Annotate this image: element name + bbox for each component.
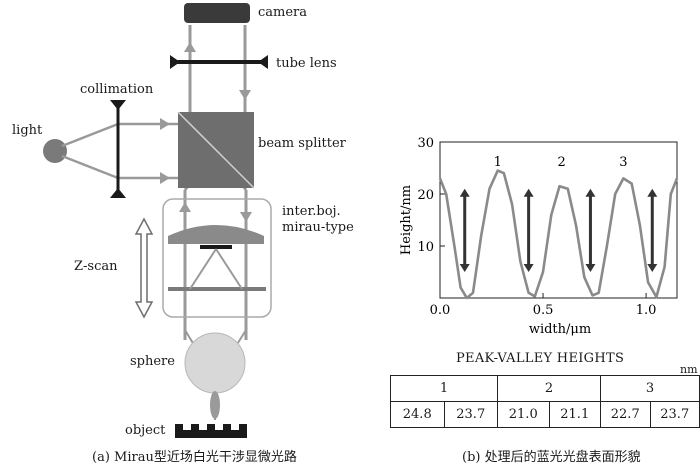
table-cell: 23.7 (649, 401, 700, 428)
collimation-lens (110, 100, 126, 198)
y-axis-label: Height/nm (399, 185, 414, 255)
y-tick-label: 20 (417, 188, 434, 203)
arrow-head (523, 188, 534, 197)
label-collimation: collimation (80, 82, 154, 97)
label-object: object (125, 423, 166, 438)
table-cell: 21.1 (548, 401, 601, 428)
table-cell: 24.8 (390, 401, 445, 428)
table-cell: 22.7 (600, 401, 651, 428)
label-camera: camera (258, 5, 308, 20)
arrow-head (459, 264, 470, 272)
y-tick-label: 10 (417, 240, 434, 255)
peak-label: 1 (494, 155, 502, 170)
profile-curve (438, 169, 679, 300)
label-beam-splitter: beam splitter (258, 136, 346, 151)
group-header: 3 (600, 375, 700, 402)
x-axis-label: width/μm (529, 322, 591, 337)
tube-lens (170, 55, 268, 69)
x-tick-label: 0.0 (430, 303, 451, 318)
peak-valley-table: 1 2 3 24.8 23.7 21.0 21.1 22.7 23.7 (390, 375, 700, 428)
label-light: light (12, 123, 43, 138)
group-header: 2 (497, 375, 601, 402)
table-header-row: 1 2 3 (390, 375, 700, 402)
y-tick-label: 30 (417, 136, 434, 151)
arrow-head (585, 188, 596, 197)
group-header: 1 (390, 375, 498, 402)
arrow-head (523, 264, 534, 272)
sphere-lens (184, 332, 246, 394)
label-z-scan: Z-scan (74, 259, 118, 274)
caption-b: (b) 处理后的蓝光光盘表面形貌 (462, 450, 641, 465)
arrow-head (647, 264, 658, 272)
camera-block (184, 3, 250, 23)
x-tick-label: 1.0 (636, 303, 657, 318)
table-cell: 23.7 (443, 401, 498, 428)
label-tube-lens: tube lens (276, 56, 337, 71)
label-interferometer: inter.boj. (282, 204, 341, 219)
mirau-objective-box (162, 198, 272, 318)
plot-frame (439, 141, 678, 299)
peak-label: 2 (557, 155, 565, 170)
arrow-head (585, 264, 596, 272)
caption-a: (a) Mirau型近场白光干涉显微光路 (92, 450, 297, 465)
z-scan-arrow (134, 217, 154, 319)
x-tick-label: 0.5 (533, 303, 554, 318)
table-unit: nm (680, 363, 698, 376)
label-sphere: sphere (130, 354, 175, 369)
object-sample (175, 424, 247, 438)
arrow-head (459, 188, 470, 197)
optical-path-diagram (43, 3, 272, 438)
light-source (43, 139, 67, 163)
table-cell: 21.0 (497, 401, 550, 428)
peak-label: 3 (619, 155, 627, 170)
surface-profile-chart: 0.0 0.5 1.0 10 20 30 1 2 3 Height/nm width/μm (399, 136, 679, 337)
arrow-head (647, 188, 658, 197)
table-row: 24.8 23.7 21.0 21.1 22.7 23.7 (390, 401, 700, 428)
table-title: PEAK-VALLEY HEIGHTS (456, 351, 625, 366)
label-mirau-type: mirau-type (282, 220, 354, 235)
